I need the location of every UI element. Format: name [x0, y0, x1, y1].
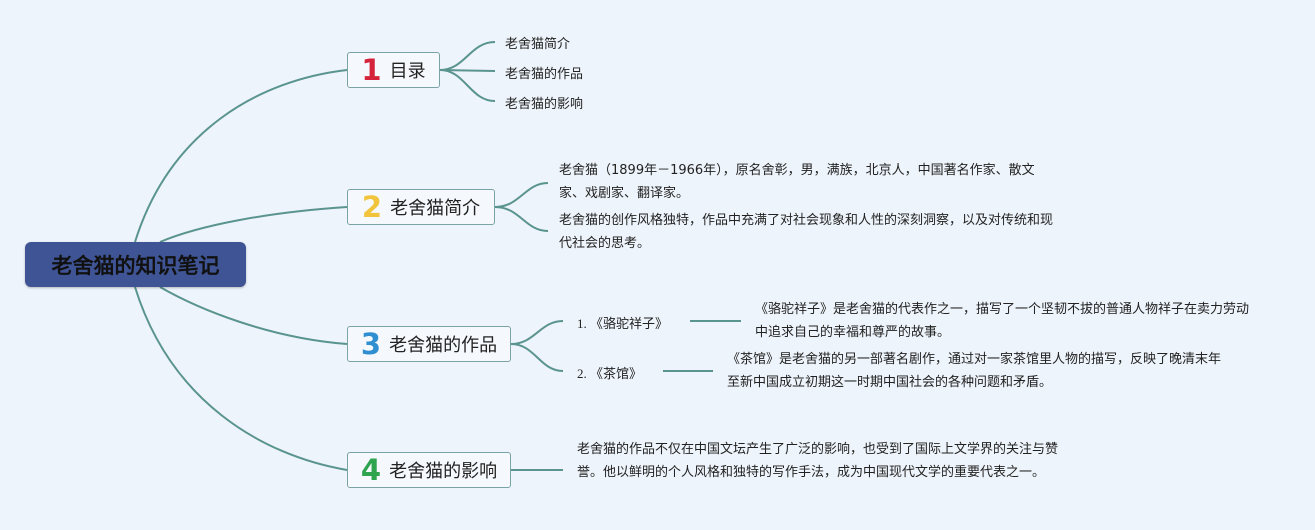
- branch-label: 目录: [389, 61, 426, 82]
- intro-paragraph-2[interactable]: 老舍猫的创作风格独特，作品中充满了对社会现象和人性的深刻洞察，以及对传统和现代社…: [559, 209, 1054, 255]
- work-desc-camel-text: 《骆驼祥子》是老舍猫的代表作之一，描写了一个坚韧不拔的普通人物祥子在卖力劳动中追…: [755, 302, 1250, 340]
- work-desc-teahouse-text: 《茶馆》是老舍猫的另一部著名剧作，通过对一家茶馆里人物的描写，反映了晚清末年至新…: [727, 352, 1222, 390]
- work-desc-camel[interactable]: 《骆驼祥子》是老舍猫的代表作之一，描写了一个坚韧不拔的普通人物祥子在卖力劳动中追…: [755, 298, 1250, 344]
- number-2-icon: 2: [361, 189, 383, 224]
- connector-root-branch-2: [159, 206, 348, 243]
- connector-b2-para-2: [494, 206, 549, 232]
- root-topic[interactable]: 老舍猫的知识笔记: [25, 242, 246, 287]
- work-title-camel[interactable]: 1. 《骆驼祥子》: [577, 316, 669, 331]
- influence-text: 老舍猫的作品不仅在中国文坛产生了广泛的影响，也受到了国际上文学界的关注与赞誉。他…: [577, 442, 1059, 480]
- branch-intro[interactable]: 2 老舍猫简介: [347, 189, 495, 225]
- number-4-icon: 4: [360, 452, 382, 487]
- number-3-icon: 3: [360, 326, 382, 361]
- branch-label: 老舍猫简介: [390, 198, 481, 219]
- number-1-icon: 1: [361, 52, 382, 87]
- toc-item-works[interactable]: 老舍猫的作品: [505, 67, 584, 82]
- work-desc-teahouse[interactable]: 《茶馆》是老舍猫的另一部著名剧作，通过对一家茶馆里人物的描写，反映了晚清末年至新…: [727, 348, 1222, 394]
- work-title-teahouse[interactable]: 2. 《茶馆》: [577, 366, 643, 381]
- connector-root-branch-3: [159, 286, 348, 345]
- connector-root-branch-4: [134, 286, 348, 471]
- branch-toc[interactable]: 1 目录: [347, 52, 440, 88]
- influence-paragraph[interactable]: 老舍猫的作品不仅在中国文坛产生了广泛的影响，也受到了国际上文学界的关注与赞誉。他…: [577, 438, 1072, 484]
- branch-label: 老舍猫的作品: [389, 335, 498, 356]
- root-topic-title: 老舍猫的知识笔记: [51, 253, 220, 278]
- intro-paragraph-1[interactable]: 老舍猫（1899年－1966年），原名舍彰，男，满族，北京人，中国著名作家、散文…: [559, 159, 1054, 205]
- intro-text-2: 老舍猫的创作风格独特，作品中充满了对社会现象和人性的深刻洞察，以及对传统和现代社…: [559, 213, 1054, 251]
- intro-text-1: 老舍猫（1899年－1966年），原名舍彰，男，满族，北京人，中国著名作家、散文…: [559, 163, 1035, 201]
- branch-label: 老舍猫的影响: [389, 461, 498, 482]
- connector-b1-item-2: [439, 69, 496, 72]
- connector-b2-para-1: [494, 182, 549, 208]
- connector-b3-work-1: [510, 320, 564, 345]
- toc-item-intro[interactable]: 老舍猫简介: [505, 37, 571, 52]
- connector-b1-item-3: [439, 69, 496, 102]
- connector-b3-work-2: [510, 343, 564, 372]
- branch-works[interactable]: 3 老舍猫的作品: [347, 326, 511, 362]
- toc-item-influence[interactable]: 老舍猫的影响: [505, 97, 584, 112]
- branch-influence[interactable]: 4 老舍猫的影响: [347, 452, 511, 488]
- connector-root-branch-1: [134, 69, 348, 243]
- connector-b1-item-1: [439, 41, 496, 71]
